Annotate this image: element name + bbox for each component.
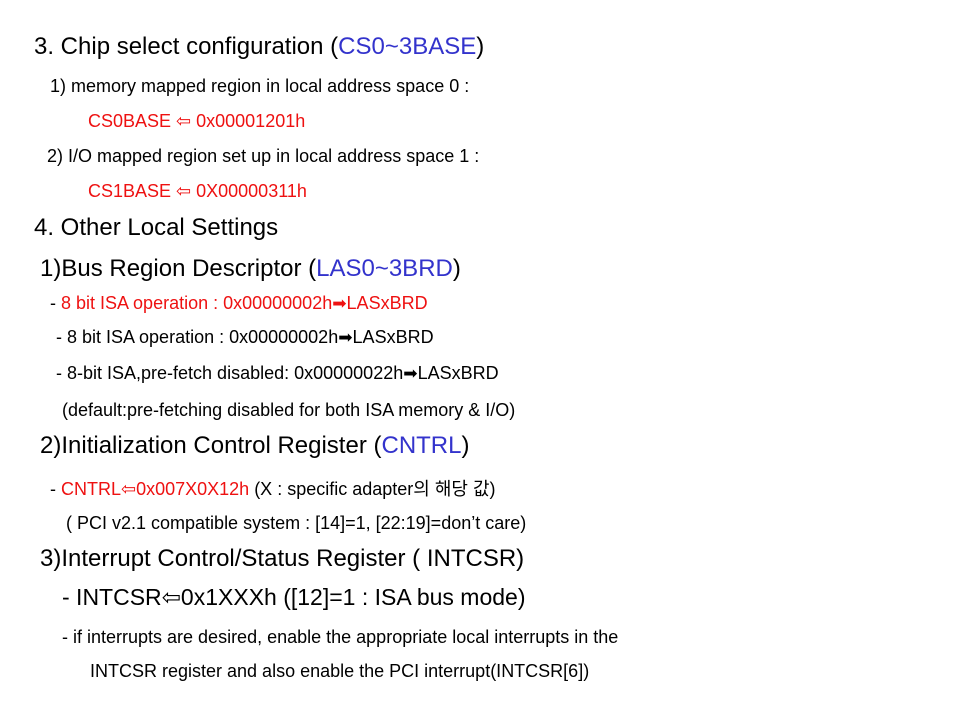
bus-bullet-2-text: - 8 bit ISA operation : 0x00000002h [56, 327, 339, 347]
cs-item-2: 2) I/O mapped region set up in local add… [47, 146, 480, 166]
bullet-dash: - [50, 479, 61, 499]
cs0base-value: CS0BASE ⇦ 0x00001201h [88, 111, 306, 131]
heading-code: CS0~3BASE [338, 33, 477, 60]
bus-bullet-3-target: LASxBRD [417, 363, 499, 383]
bus-bullet-3-text: - 8-bit ISA,pre-fetch disabled: 0x000000… [56, 363, 404, 383]
bus-region-close: ) [452, 255, 461, 282]
bus-region-text: 1)Bus Region Descriptor ( [40, 255, 317, 282]
bus-bullet-1-value: 8 bit ISA operation : 0x00000002h [61, 293, 333, 313]
init-bullet-1-note: (X : specific adapter의 해당 값) [249, 479, 496, 499]
bus-bullet-2-target: LASxBRD [352, 327, 434, 347]
init-control-code: CNTRL [381, 432, 462, 459]
bus-bullet-2: - 8 bit ISA operation : 0x00000002h➡LASx… [56, 327, 434, 348]
interrupt-heading: 3)Interrupt Control/Status Register ( IN… [40, 545, 525, 572]
init-bullet-1-value: CNTRL⇦0x007X0X12h [61, 479, 250, 499]
bus-bullet-1: - 8 bit ISA operation : 0x00000002h➡LASx… [50, 293, 428, 314]
bus-bullet-1-target: LASxBRD [346, 293, 428, 313]
init-bullet-1: - CNTRL⇦0x007X0X12h (X : specific adapte… [50, 475, 496, 501]
init-control-text: 2)Initialization Control Register ( [40, 432, 382, 459]
cs-item-1: 1) memory mapped region in local address… [50, 76, 470, 96]
bullet-dash: - [50, 293, 61, 313]
bus-region-heading: 1)Bus Region Descriptor (LAS0~3BRD) [40, 255, 461, 283]
init-note: ( PCI v2.1 compatible system : [14]=1, [… [66, 513, 527, 533]
bus-bullet-3: - 8-bit ISA,pre-fetch disabled: 0x000000… [56, 363, 499, 384]
arrow-right-icon: ➡ [403, 364, 418, 383]
arrow-right-icon: ➡ [338, 328, 353, 347]
bus-region-code: LAS0~3BRD [316, 255, 453, 282]
interrupt-bullet-2: - if interrupts are desired, enable the … [62, 627, 619, 647]
arrow-right-icon: ➡ [332, 294, 347, 313]
interrupt-bullet-1: - INTCSR⇦0x1XXXh ([12]=1 : ISA bus mode) [62, 584, 526, 610]
section-3-heading: 3. Chip select configuration (CS0~3BASE) [34, 33, 484, 61]
init-control-heading: 2)Initialization Control Register (CNTRL… [40, 432, 470, 460]
bus-note: (default:pre-fetching disabled for both … [62, 400, 516, 420]
init-control-close: ) [461, 432, 470, 459]
cs1base-value: CS1BASE ⇦ 0X00000311h [88, 181, 307, 201]
heading-text: 3. Chip select configuration ( [34, 33, 339, 60]
interrupt-bullet-3: INTCSR register and also enable the PCI … [90, 661, 590, 681]
section-4-heading: 4. Other Local Settings [34, 214, 279, 241]
heading-close: ) [476, 33, 485, 60]
